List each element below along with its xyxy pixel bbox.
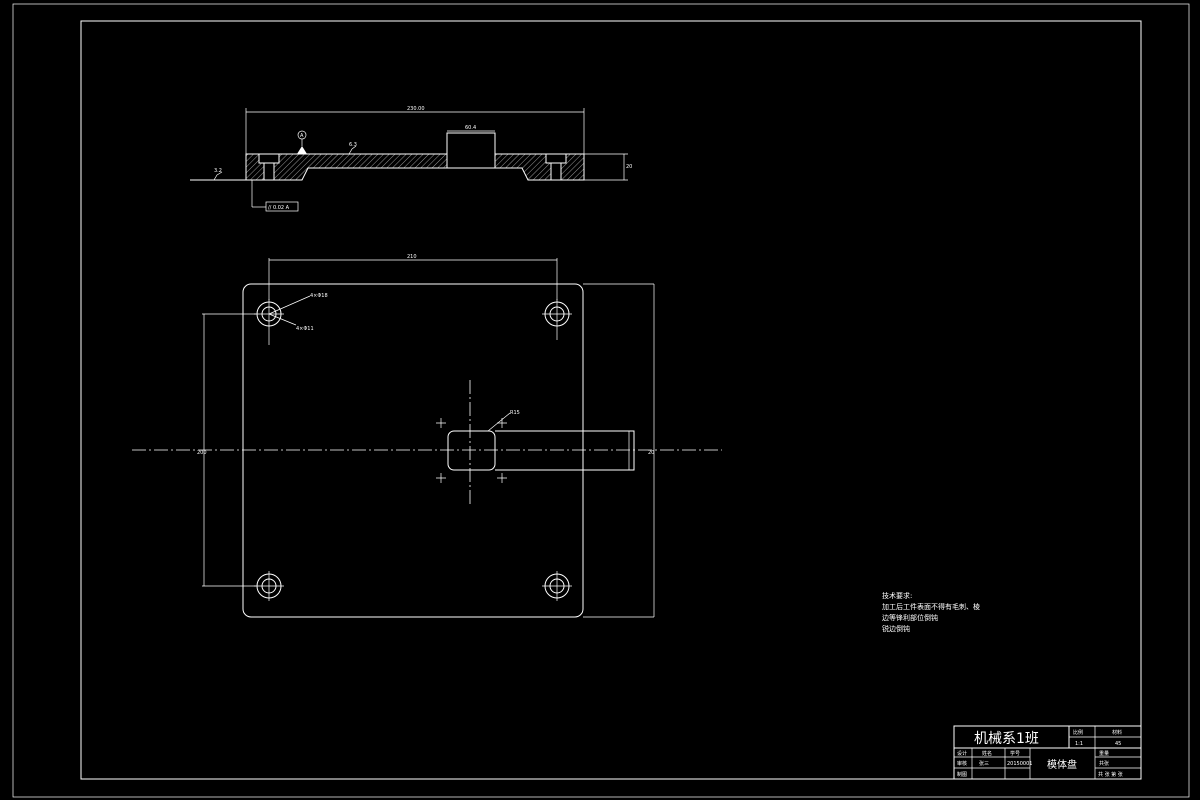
through-hole-callout: 4×Φ11 xyxy=(296,326,314,332)
title-scale-label: 比例 xyxy=(1073,729,1083,736)
section-body-right xyxy=(494,153,585,181)
plan-hole-spacing-dim: 210 xyxy=(407,254,417,260)
title-part-name: 模体盘 xyxy=(1047,758,1077,771)
title-school: 机械系1班 xyxy=(974,731,1039,747)
hole-top-right xyxy=(542,299,572,340)
title-designer-name: 张三 xyxy=(979,760,989,767)
title-checker-label: 审核 xyxy=(957,760,967,767)
title-sheet-label: 共张 xyxy=(1099,760,1109,767)
title-col-id: 学号 xyxy=(1010,750,1020,757)
notes-line-3: 锐边倒钝 xyxy=(882,624,910,633)
title-designer-label: 设计 xyxy=(957,750,967,757)
technical-notes: 技术要求: 加工后工件表面不得有毛刺、棱 边等锋利部位倒钝 锐边倒钝 xyxy=(882,591,980,633)
throughhole-right xyxy=(550,162,562,181)
notes-heading: 技术要求: xyxy=(882,591,912,600)
title-weight-label: 重量 xyxy=(1099,750,1109,757)
roughness-left: 3.2 xyxy=(214,168,222,174)
hole-top-left xyxy=(254,299,284,345)
counterbore-left xyxy=(258,153,280,164)
plan-view: 210 200 20 4×Φ18 4×Φ11 R15 xyxy=(132,254,722,618)
hole-bottom-left xyxy=(254,571,284,601)
title-material-value: 45 xyxy=(1115,741,1121,747)
plate-outline xyxy=(242,283,584,618)
plan-height-dim: 200 xyxy=(197,450,207,456)
hole-bottom-right xyxy=(542,571,572,601)
plan-slot-channel xyxy=(495,430,635,471)
section-view: 230.00 60.4 20 A 6.3 3.2 // 0.02 A xyxy=(190,106,632,212)
title-approver-label: 制图 xyxy=(957,771,967,778)
sheet-inner-border xyxy=(80,20,1142,780)
sheet-outer-border xyxy=(12,3,1190,798)
roughness-top: 6.3 xyxy=(349,142,357,148)
slot-callout: R15 xyxy=(510,410,520,416)
title-scale-value: 1:1 xyxy=(1075,741,1083,747)
title-bottom-row: 共 张 第 张 xyxy=(1098,771,1123,778)
tolerance-frame: // 0.02 A xyxy=(268,205,290,211)
throughhole-left xyxy=(263,162,275,181)
title-material-label: 材料 xyxy=(1112,729,1122,736)
title-student-id: 20150001 xyxy=(1007,761,1032,767)
notes-line-2: 边等锋利部位倒钝 xyxy=(882,613,938,622)
plan-slot-pocket xyxy=(447,430,496,471)
counterbore-right xyxy=(545,153,567,164)
datum-a-label: A xyxy=(300,133,304,139)
section-overall-dim: 230.00 xyxy=(407,106,425,112)
section-slot xyxy=(446,132,496,169)
plan-right-dim: 20 xyxy=(648,450,654,456)
datum-triangle-icon xyxy=(297,146,307,154)
section-height-dim: 20 xyxy=(626,164,632,170)
notes-line-1: 加工后工件表面不得有毛刺、棱 xyxy=(882,602,980,611)
title-col-name: 姓名 xyxy=(982,750,992,757)
title-block: 机械系1班 比例 材料 1:1 45 设计 姓名 学号 审核 张三 201500… xyxy=(953,725,1142,780)
section-slot-dim: 60.4 xyxy=(465,125,476,131)
counterbore-callout: 4×Φ18 xyxy=(310,293,328,299)
